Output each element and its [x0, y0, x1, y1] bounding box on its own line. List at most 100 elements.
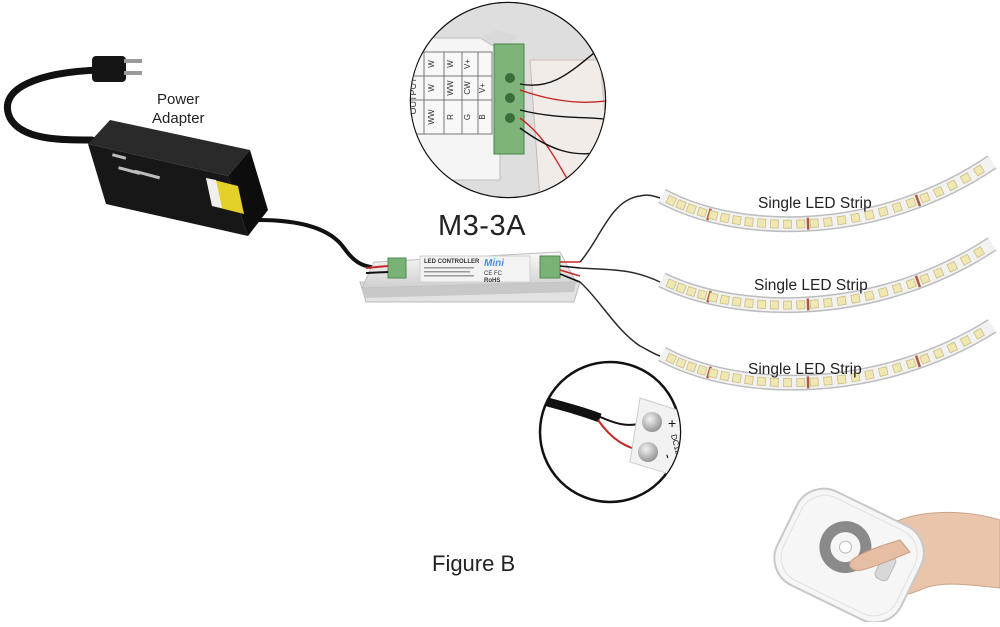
terminal-cell-label: G: [463, 114, 472, 120]
terminal-label-table: OUTPUT: [408, 51, 493, 135]
minus-sign: -: [660, 452, 677, 461]
led-chip: [905, 197, 917, 209]
led-strip: [658, 237, 997, 314]
terminal-header: OUTPUT: [408, 77, 418, 115]
terminal-cell-label: W: [427, 84, 436, 92]
led-chip: [850, 372, 861, 383]
led-chip: [731, 296, 742, 307]
strip-label: Single LED Strip: [748, 361, 862, 378]
led-chip: [946, 341, 959, 354]
led-controller: LED CONTROLLER Mini CE FC RoHS: [359, 251, 581, 303]
led-chip: [685, 203, 697, 215]
figure-caption: Figure B: [432, 551, 516, 576]
controller-title: LED CONTROLLER: [424, 259, 480, 265]
terminal-cell-label: CW: [463, 81, 472, 95]
led-chip: [823, 376, 833, 386]
led-chip: [696, 206, 708, 218]
power-adapter: [4, 56, 385, 270]
terminal-cell-label: W: [427, 60, 436, 68]
led-chip: [905, 358, 917, 370]
led-chip: [891, 362, 903, 374]
cut-mark: [914, 275, 922, 288]
led-chip: [919, 273, 931, 285]
power-input-callout: + - DC12V: [538, 360, 685, 504]
output-wires: [579, 194, 661, 357]
led-chip: [959, 172, 972, 185]
strip-label: Single LED Strip: [758, 195, 872, 212]
led-chip: [877, 286, 889, 298]
cut-mark: [806, 217, 810, 230]
led-chip: [665, 352, 678, 365]
led-chip: [919, 191, 931, 204]
adapter-body: [88, 120, 268, 236]
wall-plug: [92, 56, 142, 82]
led-chip: [783, 300, 792, 310]
led-strips: [658, 155, 997, 391]
led-chip: [959, 334, 972, 347]
led-chip: [932, 185, 945, 198]
led-chip: [707, 368, 719, 379]
cut-mark: [914, 194, 922, 207]
terminal-cell-label: W: [446, 60, 455, 68]
led-chip: [932, 347, 945, 360]
minus-pad: [638, 442, 658, 462]
terminal-cell-label: WW: [446, 80, 455, 96]
led-chip: [783, 219, 792, 229]
led-chip: [769, 300, 779, 310]
led-chip: [836, 215, 847, 226]
strip-label: Single LED Strip: [754, 277, 868, 294]
cut-mark: [806, 298, 810, 311]
led-chip: [769, 219, 779, 229]
led-chip: [675, 199, 687, 211]
cut-mark: [914, 355, 922, 368]
led-chip: [823, 297, 833, 308]
plus-sign: +: [668, 415, 676, 431]
terminal-cell-label: WW: [427, 109, 436, 125]
led-chip: [685, 361, 697, 373]
led-chip: [707, 292, 719, 303]
led-chip: [744, 375, 754, 385]
led-chip: [731, 373, 742, 384]
led-chip: [756, 218, 767, 228]
output-terminal-block: [539, 255, 561, 279]
led-chip: [675, 282, 687, 294]
led-chip: [719, 294, 730, 305]
led-chip: [891, 202, 903, 214]
plus-pad: [642, 412, 662, 432]
led-chip: [946, 179, 959, 192]
led-chip: [675, 357, 687, 369]
led-chip: [836, 374, 847, 385]
controller-brand: Mini: [484, 258, 504, 269]
led-chip: [696, 364, 708, 376]
led-chip: [796, 300, 806, 310]
terminal-cell-label: R: [446, 114, 455, 120]
led-chip: [719, 370, 730, 382]
led-chip: [796, 219, 806, 229]
terminal-cell-label: V+: [463, 59, 472, 69]
controller-rohs: RoHS: [484, 278, 500, 284]
led-chip: [665, 194, 678, 207]
voltage-label: DC12V: [669, 433, 685, 461]
led-chip: [877, 366, 889, 377]
remote-control: [773, 487, 1000, 624]
led-chip: [696, 289, 708, 301]
controller-model-label: M3-3A: [438, 210, 526, 242]
led-chip: [959, 253, 972, 266]
led-chip: [864, 209, 875, 221]
led-chip: [809, 377, 819, 387]
power-adapter-label-line2: Adapter: [152, 110, 205, 127]
led-chip: [836, 295, 847, 306]
led-chip: [731, 215, 742, 226]
controller-marks: CE FC: [484, 271, 503, 277]
input-terminal-block: [387, 257, 407, 279]
led-chip: [864, 369, 875, 380]
led-chip: [864, 290, 875, 301]
terminal-cell-label: V+: [478, 83, 487, 93]
led-chip: [905, 278, 917, 290]
led-chip: [744, 298, 754, 309]
adapter-input-cord: [4, 66, 104, 144]
